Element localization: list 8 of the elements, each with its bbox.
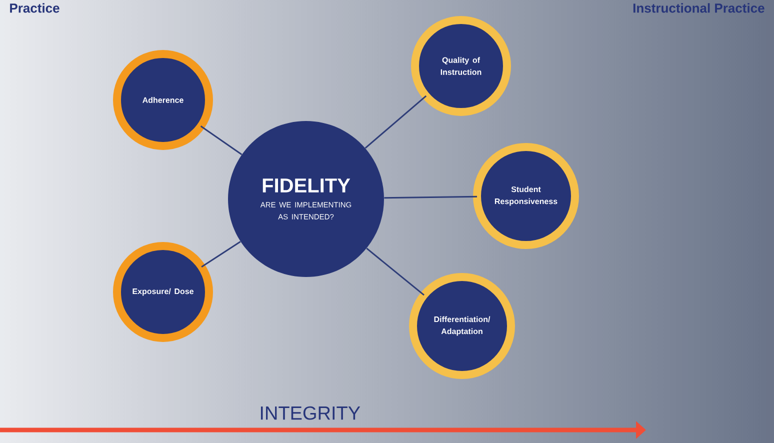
connector-line bbox=[201, 241, 241, 268]
connector-line bbox=[366, 248, 424, 296]
heading-text: Practice bbox=[10, 3, 60, 13]
axis-label: INTEGRITY bbox=[260, 406, 360, 420]
heading-text: Instructional Practice bbox=[633, 3, 764, 13]
connector-line bbox=[384, 196, 478, 199]
connector-line bbox=[364, 95, 427, 149]
connector-line bbox=[200, 126, 242, 156]
